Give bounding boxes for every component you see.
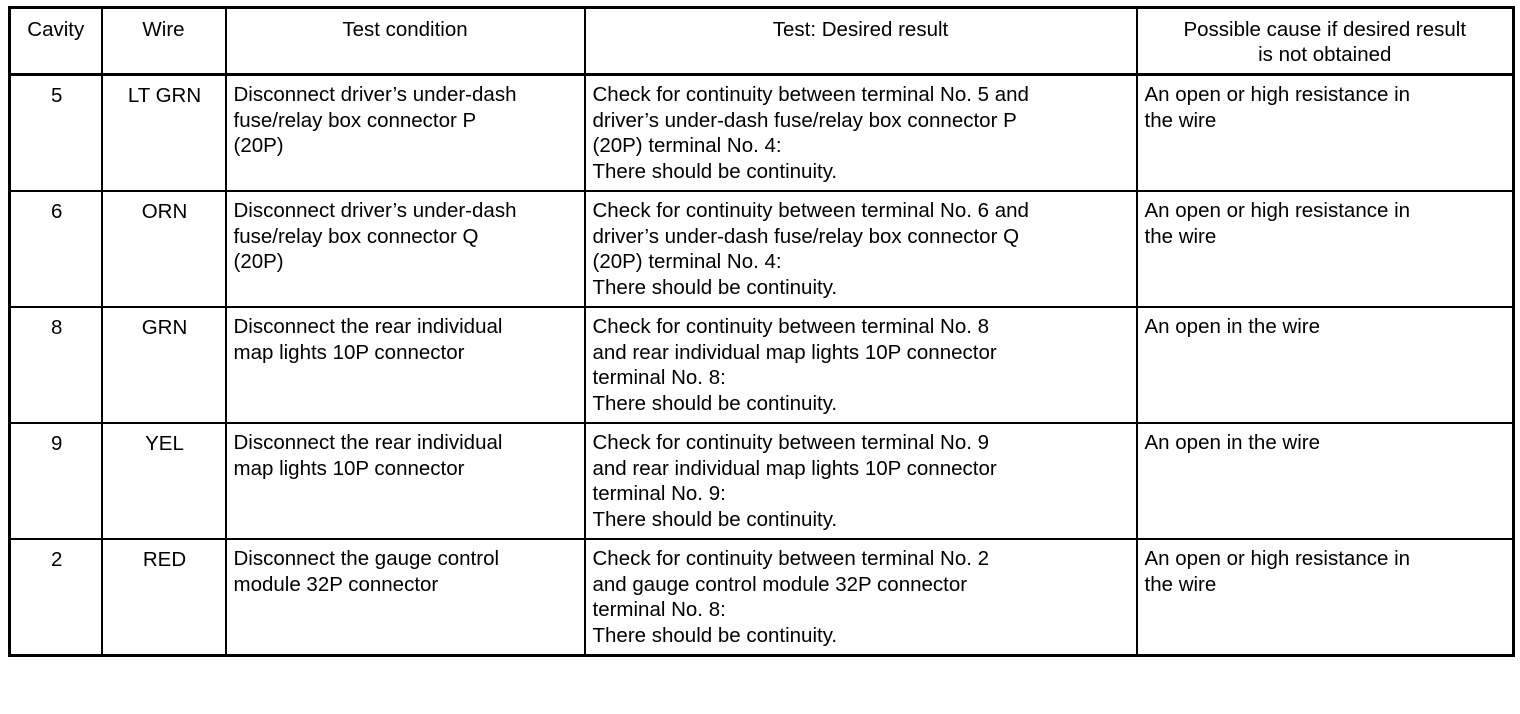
- cell-wire: RED: [101, 539, 227, 656]
- cell-test-line-2: and rear individual map lights 10P conne…: [592, 456, 997, 480]
- cell-test-line-3: (20P) terminal No. 4:: [592, 250, 782, 273]
- table-header: Cavity Wire Test condition Test: Desired…: [9, 7, 1514, 76]
- cell-test-line-2: and gauge control module 32P connector: [592, 572, 968, 596]
- cell-test-line-4: There should be continuity.: [592, 507, 838, 531]
- table-header-row: Cavity Wire Test condition Test: Desired…: [9, 7, 1514, 76]
- cell-cause-line-2: the wire: [1144, 108, 1217, 132]
- cell-condition-line-1: Disconnect driver’s under-dash: [233, 83, 517, 106]
- cell-test-line-3: (20P) terminal No. 4:: [592, 134, 782, 157]
- cell-cavity: 2: [9, 539, 103, 656]
- cell-cause-line-1: An open or high resistance in: [1144, 199, 1411, 222]
- cell-test-line-1: Check for continuity between terminal No…: [592, 199, 1029, 222]
- cell-cause-line-1: An open in the wire: [1144, 431, 1321, 454]
- cell-test-line-3: terminal No. 8:: [592, 366, 726, 389]
- column-header-cavity: Cavity: [9, 7, 103, 76]
- column-header-possible-cause-line-2: is not obtained: [1258, 43, 1392, 66]
- cell-cause-line-2: the wire: [1144, 224, 1217, 248]
- cell-test-line-2: driver’s under-dash fuse/relay box conne…: [592, 224, 1020, 248]
- column-header-test-condition: Test condition: [225, 7, 586, 76]
- cell-cause-line-1: An open or high resistance in: [1144, 83, 1411, 106]
- cell-cause-line-1: An open or high resistance in: [1144, 547, 1411, 570]
- cell-condition-line-1: Disconnect driver’s under-dash: [233, 199, 517, 222]
- column-header-test-desired-result: Test: Desired result: [584, 7, 1138, 76]
- cell-test: Check for continuity between terminal No…: [584, 423, 1138, 540]
- cell-test-line-1: Check for continuity between terminal No…: [592, 83, 1029, 106]
- cell-condition-line-1: Disconnect the rear individual: [233, 315, 503, 338]
- column-header-possible-cause: Possible cause if desired result is not …: [1136, 7, 1514, 76]
- cell-condition-line-2: map lights 10P connector: [233, 340, 465, 364]
- cell-cause: An open in the wire: [1136, 307, 1514, 424]
- cell-test: Check for continuity between terminal No…: [584, 191, 1138, 308]
- cell-cavity: 9: [9, 423, 103, 540]
- continuity-test-table: Cavity Wire Test condition Test: Desired…: [8, 6, 1515, 657]
- cell-test: Check for continuity between terminal No…: [584, 307, 1138, 424]
- cell-test-line-1: Check for continuity between terminal No…: [592, 431, 990, 454]
- cell-condition-line-2: module 32P connector: [233, 572, 439, 596]
- cell-condition-line-2: fuse/relay box connector P: [233, 108, 477, 132]
- cell-condition-line-1: Disconnect the rear individual: [233, 431, 503, 454]
- cell-test-line-3: terminal No. 8:: [592, 598, 726, 621]
- cell-test-line-4: There should be continuity.: [592, 159, 838, 183]
- cell-cause-line-1: An open in the wire: [1144, 315, 1321, 338]
- cell-test-line-2: and rear individual map lights 10P conne…: [592, 340, 997, 364]
- cell-test-line-2: driver’s under-dash fuse/relay box conne…: [592, 108, 1017, 132]
- cell-wire: ORN: [101, 191, 227, 308]
- cell-wire: GRN: [101, 307, 227, 424]
- cell-test-line-1: Check for continuity between terminal No…: [592, 547, 990, 570]
- column-header-wire: Wire: [101, 7, 227, 76]
- cell-wire: YEL: [101, 423, 227, 540]
- cell-cavity: 8: [9, 307, 103, 424]
- cell-condition-line-2: fuse/relay box connector Q: [233, 224, 479, 248]
- cell-condition-line-3: (20P): [233, 134, 284, 157]
- cell-cavity: 5: [9, 74, 103, 192]
- cell-cause-line-2: the wire: [1144, 572, 1217, 596]
- cell-test-line-4: There should be continuity.: [592, 391, 838, 415]
- cell-test-line-1: Check for continuity between terminal No…: [592, 315, 990, 338]
- cell-test-line-4: There should be continuity.: [592, 275, 838, 299]
- cell-test: Check for continuity between terminal No…: [584, 539, 1138, 656]
- cell-test: Check for continuity between terminal No…: [584, 74, 1138, 192]
- cell-test-line-3: terminal No. 9:: [592, 482, 726, 505]
- cell-cause: An open in the wire: [1136, 423, 1514, 540]
- cell-wire: LT GRN: [101, 74, 227, 192]
- cell-cavity: 6: [9, 191, 103, 308]
- cell-condition-line-1: Disconnect the gauge control: [233, 547, 500, 570]
- cell-test-line-4: There should be continuity.: [592, 623, 838, 647]
- cell-condition-line-2: map lights 10P connector: [233, 456, 465, 480]
- column-header-possible-cause-line-1: Possible cause if desired result: [1183, 18, 1467, 41]
- cell-condition-line-3: (20P): [233, 250, 284, 273]
